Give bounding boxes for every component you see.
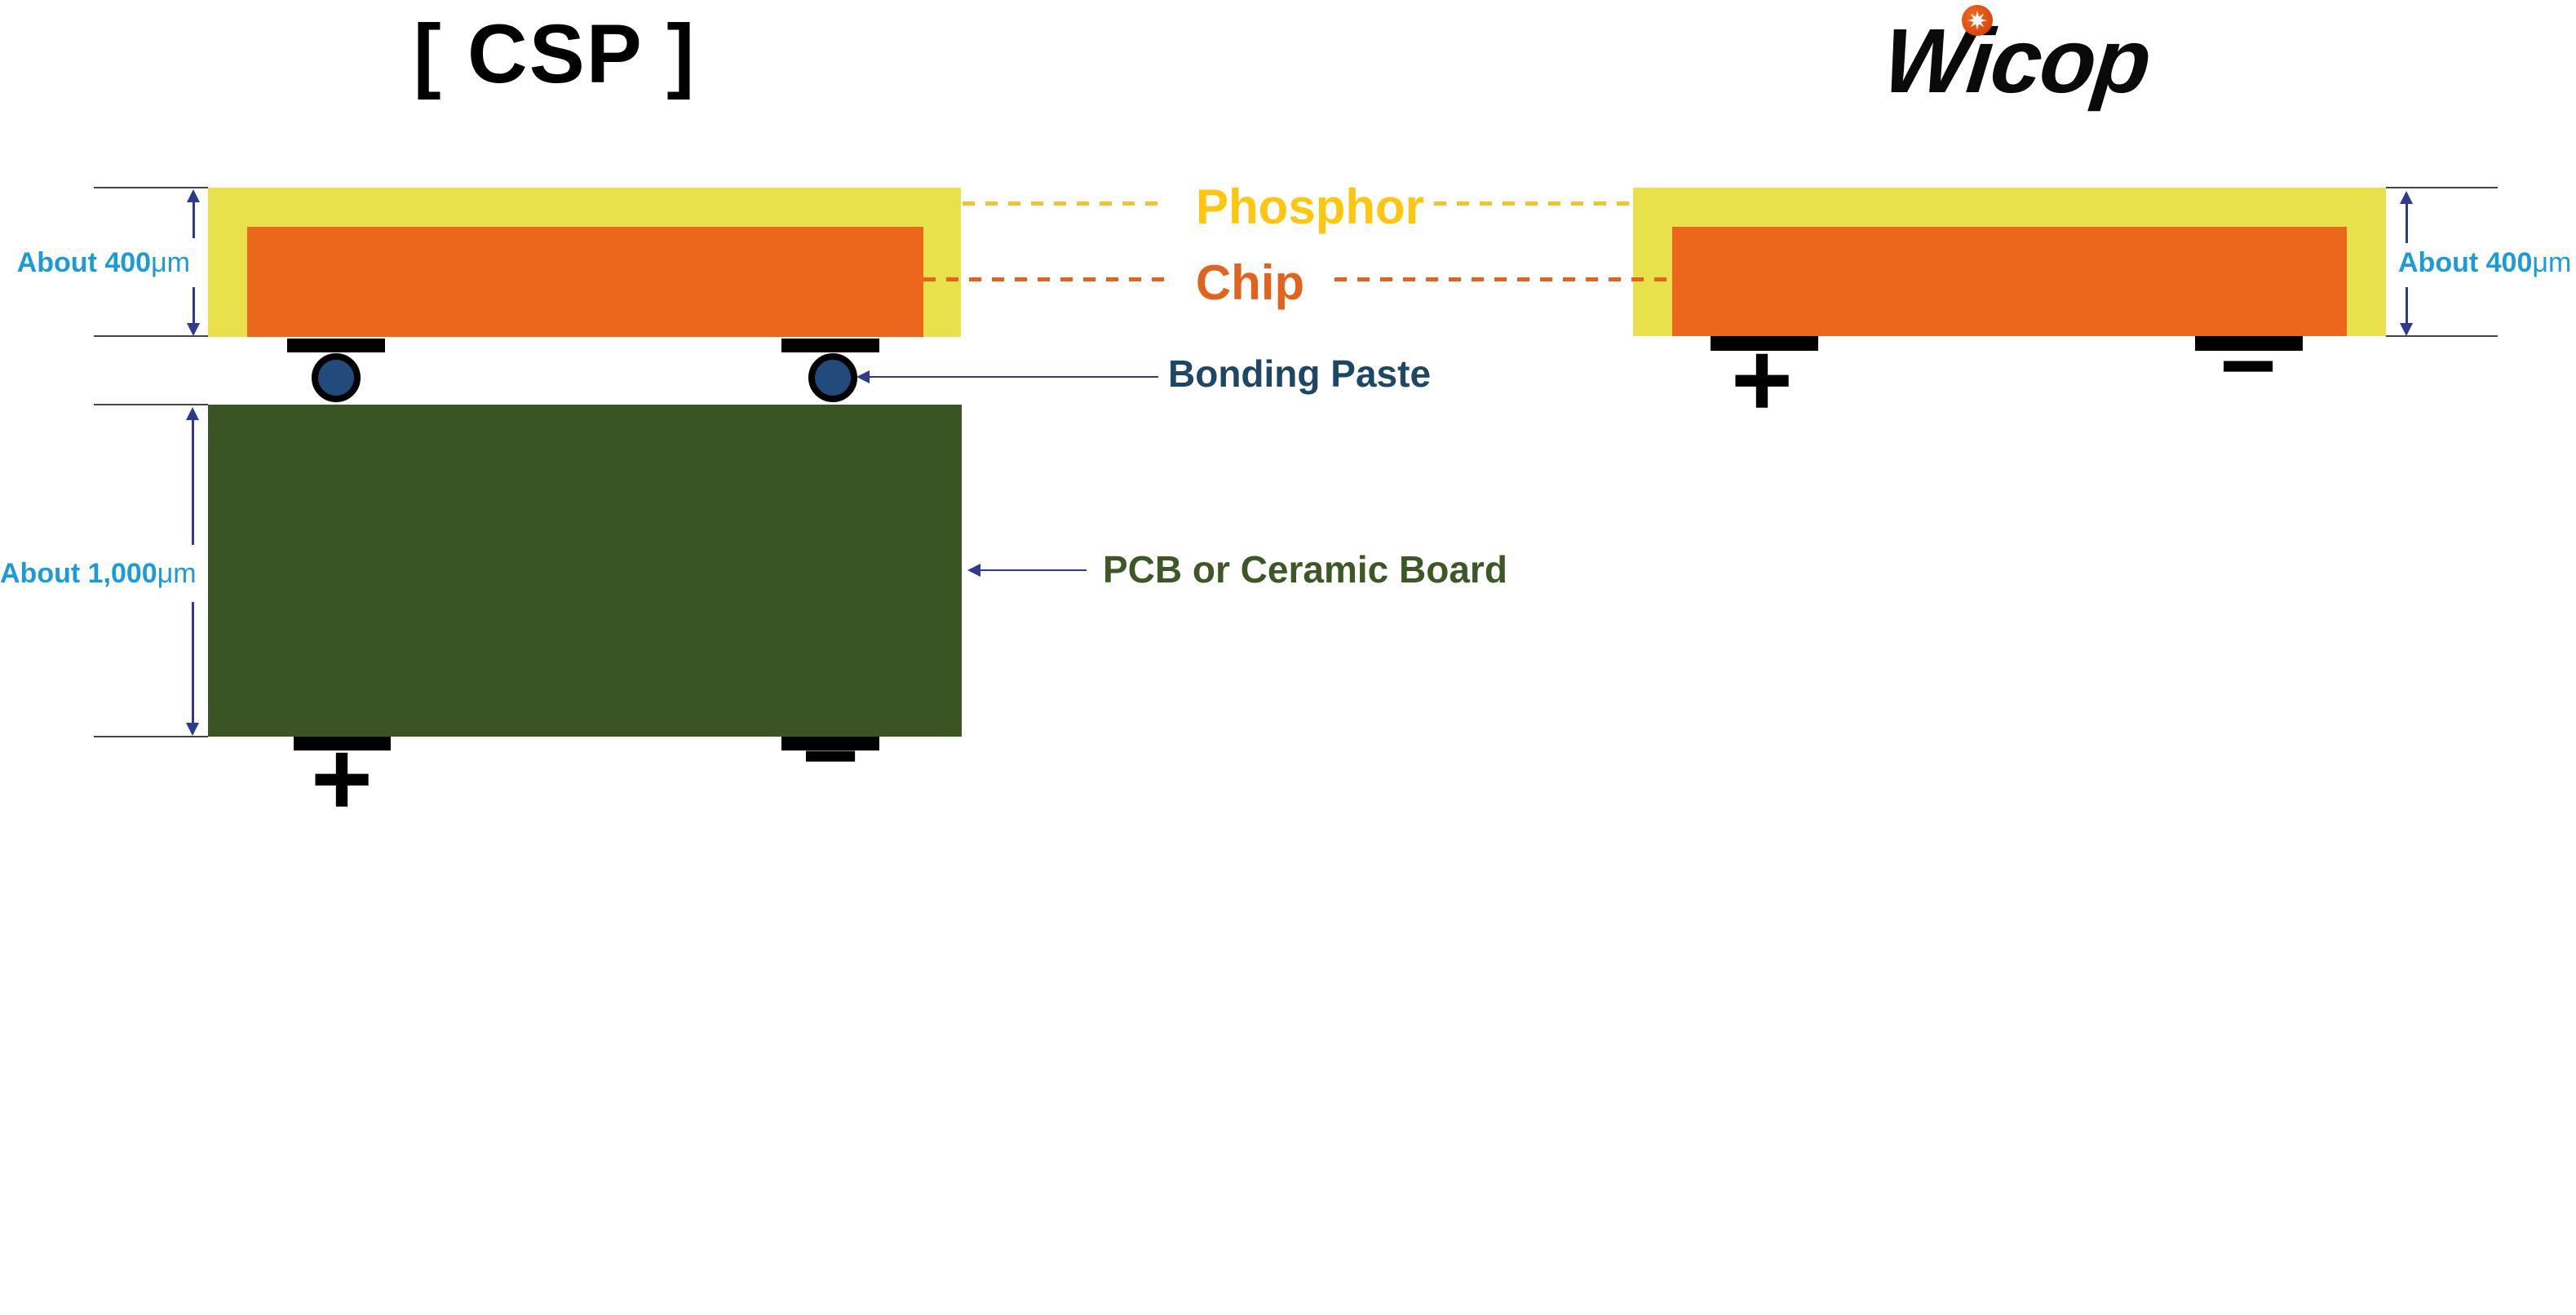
dim-unit: μm — [151, 247, 190, 278]
arrow-left-icon — [856, 370, 870, 383]
ref-line-csp-top — [94, 187, 208, 188]
csp-plus-symbol: + — [311, 719, 373, 838]
csp-chip-pad-left — [287, 339, 385, 352]
ref-line-board-bottom — [94, 736, 208, 737]
pcb-board-label: PCB or Ceramic Board — [1103, 548, 1507, 591]
pcb-pointer-line — [979, 569, 1087, 571]
dim-unit: μm — [2532, 247, 2572, 278]
wicop-star-icon — [1962, 5, 1993, 36]
csp-title: [ CSP ] — [413, 7, 697, 100]
arrow-up-icon — [2400, 191, 2413, 204]
arrow-left-icon — [967, 564, 980, 577]
csp-board-height-label: About 1,000μm — [0, 556, 197, 591]
ref-line-wicop-top — [2386, 187, 2498, 188]
ref-line-csp-bottom — [94, 335, 208, 337]
bonding-paste-label: Bonding Paste — [1168, 352, 1432, 395]
wicop-height-label: About 400μm — [2398, 246, 2576, 280]
wicop-plus-symbol: + — [1731, 320, 1793, 439]
dim-line — [2406, 202, 2408, 243]
csp-board-pad-right — [781, 737, 879, 750]
csp-minus-symbol: − — [801, 701, 860, 810]
csp-board-pad-left — [294, 737, 391, 750]
wicop-pad-left — [1711, 336, 1818, 351]
csp-package-height-label: About 400μm — [12, 246, 190, 280]
phosphor-label: Phosphor — [1196, 179, 1424, 234]
chip-label: Chip — [1195, 255, 1305, 310]
chip-dash-left — [923, 277, 1165, 281]
arrow-down-icon — [2400, 323, 2413, 336]
csp-chip-layer — [247, 227, 923, 337]
wicop-chip-layer — [1672, 227, 2347, 336]
chip-dash-right — [1334, 277, 1672, 281]
arrow-down-icon — [187, 323, 200, 336]
dim-value: About 1,000 — [0, 558, 157, 589]
csp-pcb-board — [208, 405, 962, 737]
wicop-logo: Wicop — [1878, 10, 2155, 112]
phosphor-dash-left — [963, 201, 1168, 206]
phosphor-dash-right — [1434, 201, 1633, 206]
dim-line — [2406, 287, 2408, 323]
arrow-up-icon — [186, 407, 199, 420]
bonding-paste-ball-left — [312, 353, 361, 402]
csp-chip-pad-right — [781, 339, 879, 352]
dim-line — [193, 201, 195, 238]
dim-value: About 400 — [16, 247, 152, 278]
bonding-pointer-line — [868, 376, 1158, 378]
arrow-up-icon — [187, 189, 200, 202]
wicop-pad-right — [2195, 336, 2303, 351]
dim-line — [192, 418, 194, 545]
arrow-down-icon — [186, 723, 199, 736]
dim-value: About 400 — [2398, 247, 2533, 278]
dim-line — [192, 602, 194, 724]
ref-line-board-top — [94, 404, 208, 405]
wicop-minus-symbol: − — [2219, 311, 2277, 420]
dim-line — [193, 287, 195, 325]
bonding-paste-ball-right — [808, 353, 857, 402]
ref-line-wicop-bottom — [2386, 335, 2498, 337]
dim-unit: μm — [157, 558, 197, 589]
